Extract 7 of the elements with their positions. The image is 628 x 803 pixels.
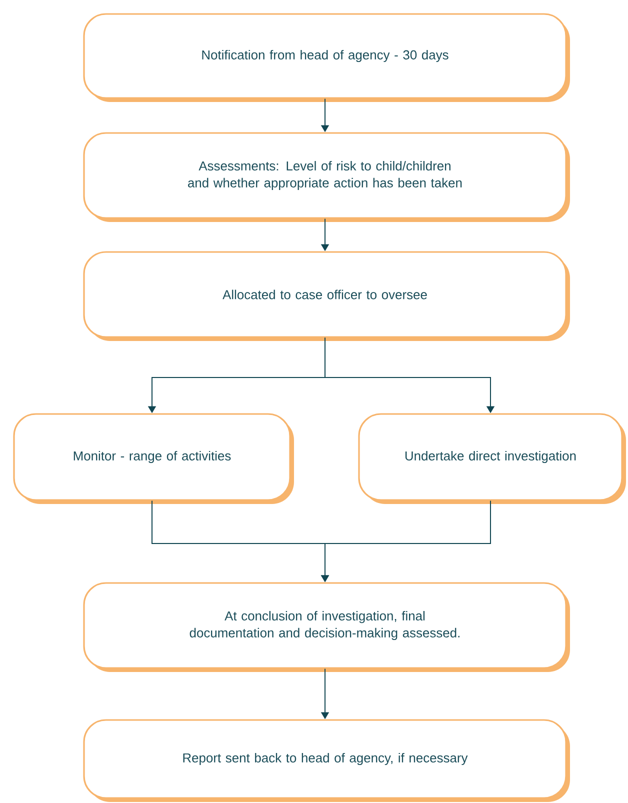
process-box: Monitor - range of activities xyxy=(13,413,294,504)
process-box: Assessments: Level of risk to child/children and whether appropriate action has been taken xyxy=(83,132,570,222)
process-box: Allocated to case officer to oversee xyxy=(83,251,570,341)
process-box: Undertake direct investigation xyxy=(358,413,626,504)
process-box: Notification from head of agency - 30 days xyxy=(83,13,570,102)
process-box: At conclusion of investigation, final documentation and decision-making assessed. xyxy=(83,582,570,672)
process-box: Report sent back to head of agency, if necessary xyxy=(83,719,570,802)
